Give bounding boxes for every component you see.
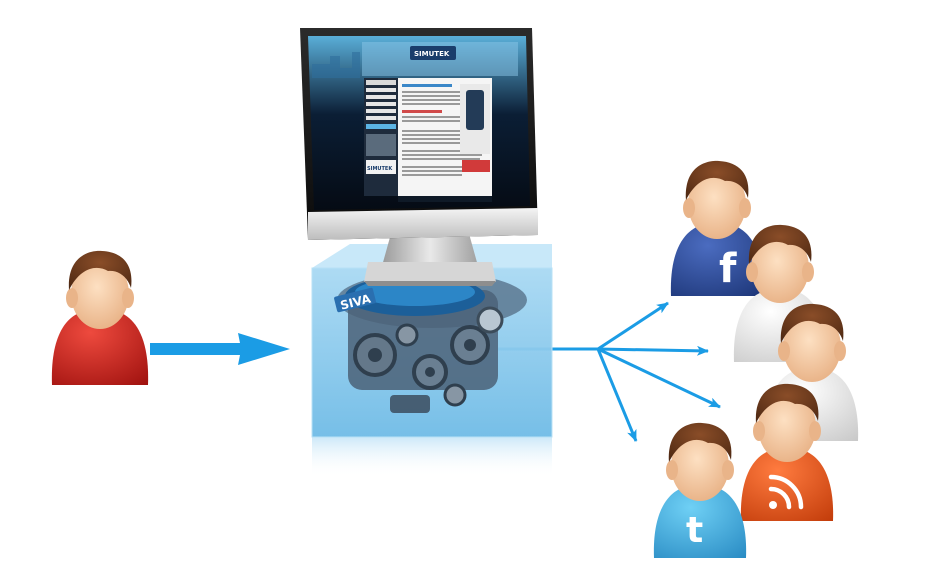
input-arrow [150, 333, 290, 365]
distribution-arrows [498, 301, 721, 442]
monitor: SIMUTEK SIMUTEK [300, 28, 538, 286]
engine-cube: SIVA [311, 244, 553, 477]
twitter-user: t [653, 422, 747, 558]
arrow-to-twitter [596, 348, 638, 442]
rss-user [740, 383, 834, 521]
arrow-to-facebook [597, 301, 669, 351]
svg-text:t: t [686, 510, 703, 551]
arrow-to-users [597, 345, 709, 356]
sender-user [51, 250, 149, 385]
svg-text:f: f [719, 246, 737, 292]
website-screenshot: SIMUTEK SIMUTEK [312, 42, 518, 202]
facebook-user: f [670, 160, 764, 296]
facebook-icon: f [719, 246, 737, 292]
arrow-to-rss [597, 347, 721, 409]
website-logo: SIMUTEK [414, 50, 450, 58]
website-footer-logo: SIMUTEK [367, 166, 393, 172]
twitter-icon: t [686, 510, 703, 551]
rss-icon [768, 474, 804, 510]
